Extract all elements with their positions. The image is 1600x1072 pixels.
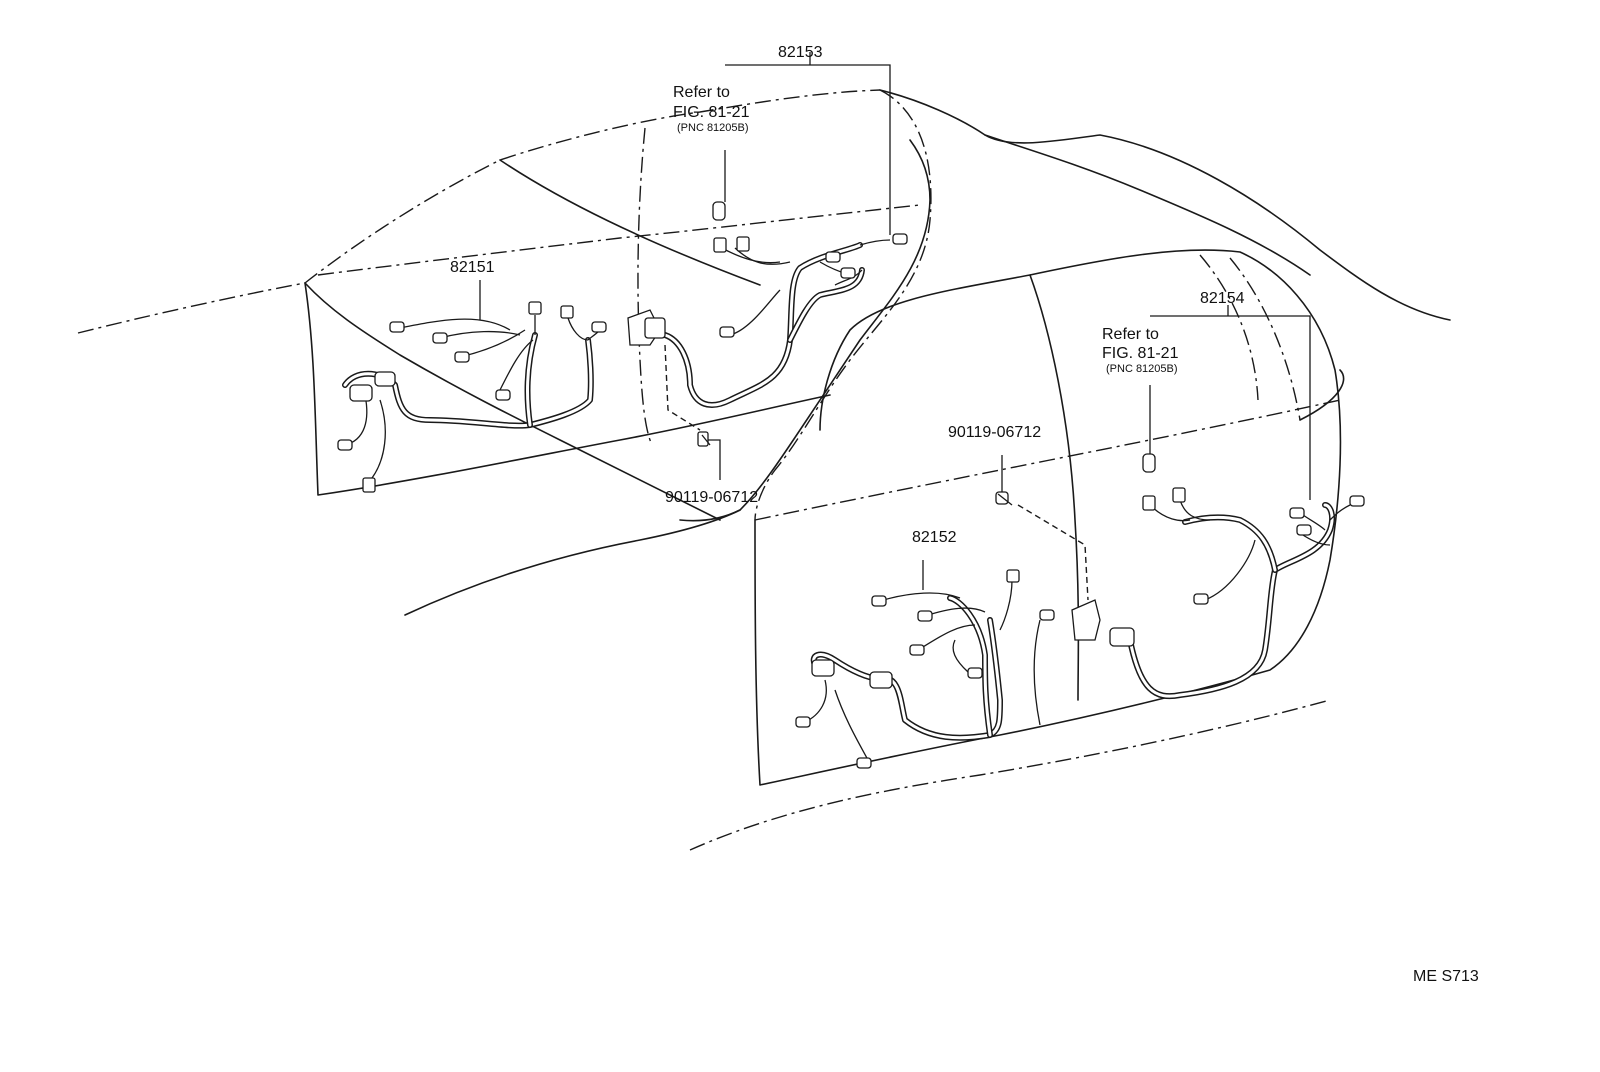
- screw-label-rear: 90119-06712: [948, 424, 1041, 441]
- harness-82153: [627, 52, 908, 431]
- figure-code: ME S713: [1413, 968, 1479, 985]
- harness-82152: [795, 560, 1055, 769]
- ref-rear-line3: (PNC 81205B): [1106, 363, 1178, 375]
- screw-rear: [995, 455, 1013, 506]
- ref-rear-line1: Refer to: [1102, 326, 1159, 343]
- harness-82151: [337, 280, 607, 493]
- part-label-82151: 82151: [450, 259, 495, 276]
- ref-front-line3: (PNC 81205B): [677, 122, 749, 134]
- ref-rear-line2: FIG. 81-21: [1102, 345, 1179, 362]
- harness-82154: [1017, 305, 1365, 700]
- part-label-82152: 82152: [912, 529, 957, 546]
- ref-front-line2: FIG. 81-21: [673, 104, 750, 121]
- screw-label-front: 90119-06712: [665, 489, 758, 506]
- part-label-82154: 82154: [1200, 290, 1245, 307]
- screw-front: [697, 431, 721, 480]
- ref-front-line1: Refer to: [673, 84, 730, 101]
- vehicle-body-outline: [77, 89, 1451, 851]
- part-label-82153: 82153: [778, 44, 823, 61]
